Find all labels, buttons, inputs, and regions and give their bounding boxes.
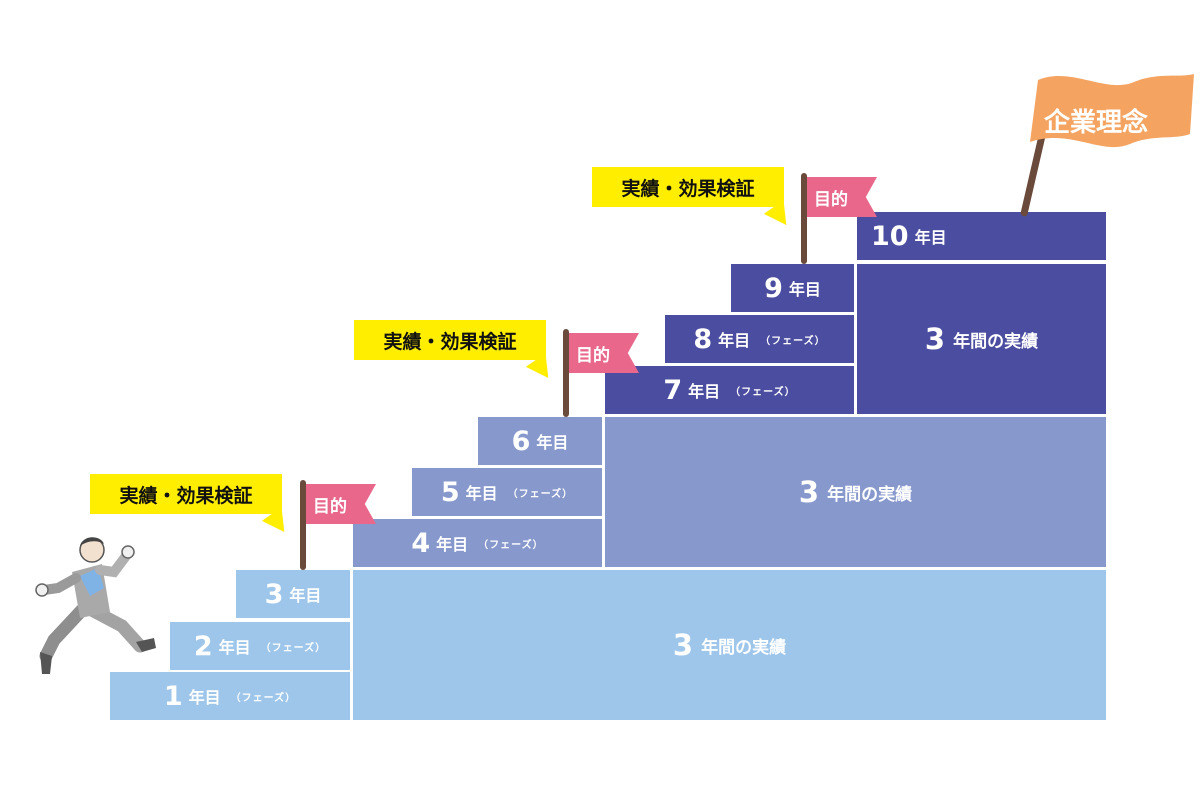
goal-flag-icon [1030,74,1194,148]
year-block-8: 8 年目 （フェーズ） [665,315,854,363]
year-label: 年目 [218,638,251,657]
year-label: 年目 [788,280,821,299]
purpose-flag-2: 目的 [569,333,639,373]
year-label: 年目 [289,586,322,605]
summary-number: 3 [924,322,946,356]
year-block-6: 6 年目 [478,417,602,465]
year-number: 3 [264,578,284,610]
year-number: 1 [163,680,183,712]
purpose-flag-1: 目的 [306,484,376,524]
results-verification-callout-2: 実績・効果検証 [354,320,546,360]
callout-text: 実績・効果検証 [119,484,253,507]
goal-flag-text: 企業理念 [1044,108,1149,138]
flag-text: 目的 [576,345,610,366]
callout-text: 実績・効果検証 [383,330,517,353]
summary-number: 3 [798,475,820,509]
summary-label: 年間の実績 [953,331,1039,352]
phase-note: （フェーズ） [230,692,297,704]
summary-block-1: 3 年間の実績 [353,570,1106,720]
phase-note: （フェーズ） [760,335,826,347]
year-number: 5 [440,476,460,508]
year-label: 年目 [465,484,498,503]
year-block-2: 2 年目 （フェーズ） [170,622,350,670]
flag-text: 目的 [313,496,347,517]
year-label: 年目 [188,688,221,707]
phase-note: （フェーズ） [507,488,574,500]
results-verification-callout-3: 実績・効果検証 [592,167,784,207]
summary-block-2: 3 年間の実績 [605,417,1106,567]
summary-number: 3 [672,628,694,662]
year-number: 10 [871,220,909,252]
year-label: 年目 [688,382,721,401]
year-number: 7 [663,374,683,406]
phase-note: （フェーズ） [260,642,327,654]
summary-label: 年間の実績 [701,637,787,658]
flag-pole [300,480,306,570]
callout-text: 実績・効果検証 [621,177,755,200]
year-number: 4 [411,527,431,559]
year-label: 年目 [718,331,751,350]
year-block-4: 4 年目 （フェーズ） [353,519,602,567]
year-block-7: 7 年目 （フェーズ） [605,366,854,414]
summary-label: 年間の実績 [827,484,913,505]
year-label: 年目 [914,228,947,247]
year-label: 年目 [436,535,469,554]
flag-text: 目的 [814,189,848,210]
results-verification-callout-1: 実績・効果検証 [90,474,282,514]
year-number: 2 [193,630,213,662]
phase-note: （フェーズ） [478,539,544,551]
year-number: 8 [693,323,713,355]
year-block-9: 9 年目 [731,264,854,312]
year-label: 年目 [536,433,569,452]
summary-block-3: 3 年間の実績 [857,264,1106,414]
flag-pole [563,329,569,417]
running-businessman-icon [35,537,156,674]
year-block-10: 10 年目 [857,212,1106,260]
year-block-3: 3 年目 [236,570,350,618]
phase-note: （フェーズ） [730,386,796,398]
flag-pole [801,173,807,264]
purpose-flag-3: 目的 [807,177,877,217]
year-number: 9 [764,272,783,304]
year-number: 6 [511,425,531,457]
year-block-1: 1 年目 （フェーズ） [110,672,350,720]
year-block-5: 5 年目 （フェーズ） [412,468,602,516]
